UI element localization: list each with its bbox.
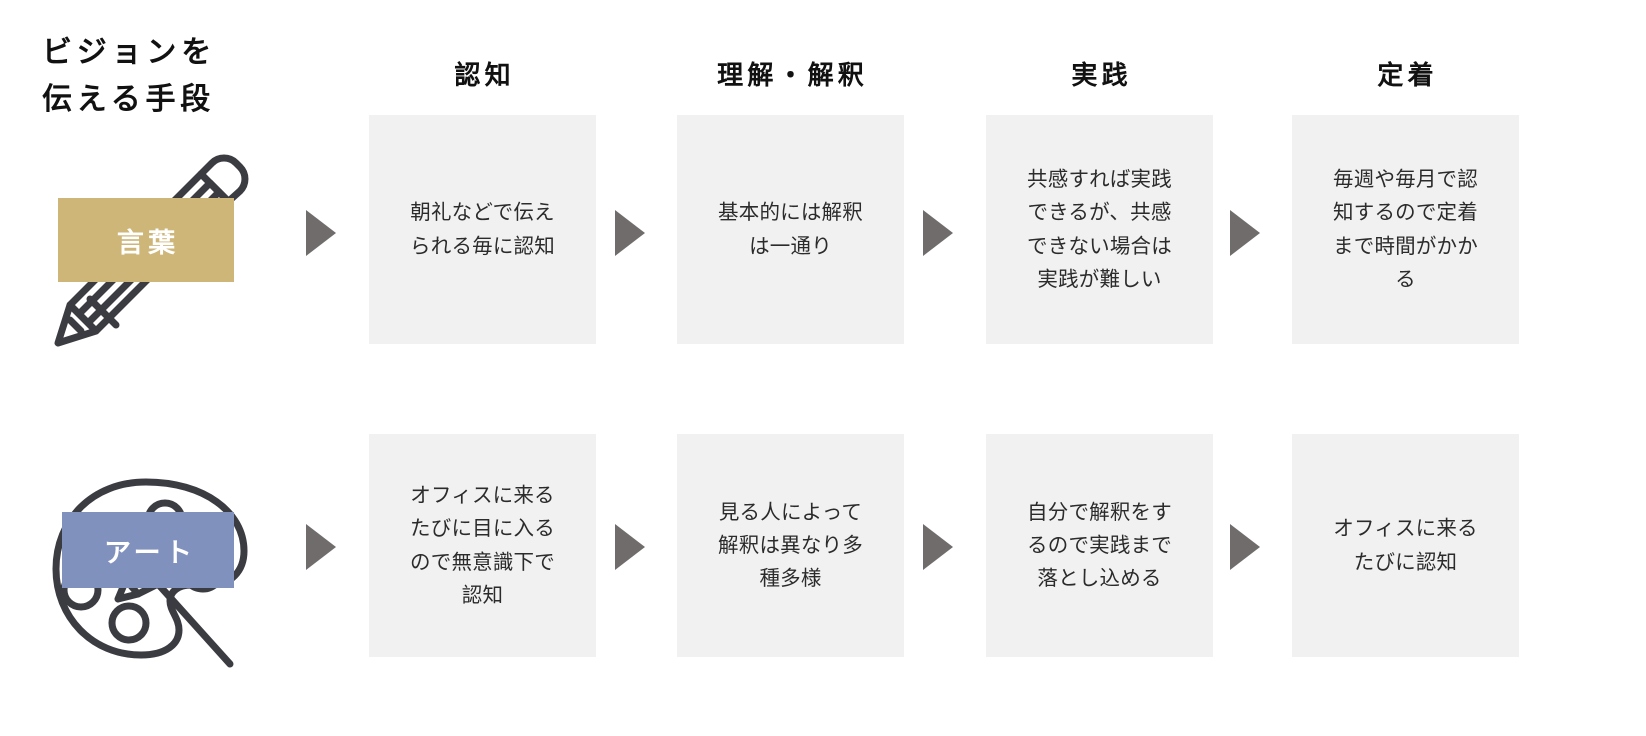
cell-art-cognition: オフィスに来る たびに目に入る ので無意識下で 認知	[369, 434, 596, 657]
cell-word-cognition: 朝礼などで伝え られる毎に認知	[369, 115, 596, 344]
page-title-line-2: 伝える手段	[42, 82, 216, 116]
cell-art-retention: オフィスに来る たびに認知	[1292, 434, 1519, 657]
arrow-word-cognition-to-understanding	[615, 210, 645, 256]
cell-word-retention-text: 毎週や毎月で認 知するので定着 まで時間がかか る	[1333, 167, 1478, 291]
cell-art-understanding: 見る人によって 解釈は異なり多 種多様	[677, 434, 904, 657]
arrow-art-to-cognition	[306, 524, 336, 570]
arrow-art-cognition-to-understanding	[615, 524, 645, 570]
cell-word-understanding: 基本的には解釈 は一通り	[677, 115, 904, 344]
page-title-line-1: ビジョンを	[42, 36, 216, 69]
method-chip-word: 言葉	[58, 198, 234, 282]
arrow-word-to-cognition	[306, 210, 336, 256]
cell-art-retention-text: オフィスに来る たびに認知	[1333, 516, 1478, 574]
cell-art-cognition-text: オフィスに来る たびに目に入る ので無意識下で 認知	[410, 483, 555, 607]
method-icon-word: 言葉	[34, 150, 264, 350]
cell-art-practice-text: 自分で解釈をす るので実践まで 落とし込める	[1027, 499, 1172, 591]
arrow-word-practice-to-retention	[1230, 210, 1260, 256]
cell-word-understanding-text: 基本的には解釈 は一通り	[718, 200, 863, 258]
method-chip-art: アート	[62, 512, 234, 588]
cell-art-understanding-text: 見る人によって 解釈は異なり多 種多様	[718, 499, 863, 591]
arrow-art-understanding-to-practice	[923, 524, 953, 570]
arrow-art-practice-to-retention	[1230, 524, 1260, 570]
cell-word-retention: 毎週や毎月で認 知するので定着 まで時間がかか る	[1292, 115, 1519, 344]
column-header-retention: 定着	[1377, 60, 1438, 90]
method-icon-art: アート	[34, 468, 264, 668]
column-header-practice: 実践	[1071, 60, 1132, 90]
cell-art-practice: 自分で解釈をす るので実践まで 落とし込める	[986, 434, 1213, 657]
cell-word-cognition-text: 朝礼などで伝え られる毎に認知	[410, 200, 555, 258]
method-chip-word-label: 言葉	[116, 227, 180, 258]
cell-word-practice: 共感すれば実践 できるが、共感 できない場合は 実践が難しい	[986, 115, 1213, 344]
method-chip-art-label: アート	[103, 537, 197, 568]
cell-word-practice-text: 共感すれば実践 できるが、共感 できない場合は 実践が難しい	[1027, 167, 1172, 291]
column-header-cognition: 認知	[454, 60, 515, 90]
arrow-word-understanding-to-practice	[923, 210, 953, 256]
column-header-understanding: 理解・解釈	[717, 60, 868, 90]
page-title: ビジョンを 伝える手段	[42, 30, 342, 123]
